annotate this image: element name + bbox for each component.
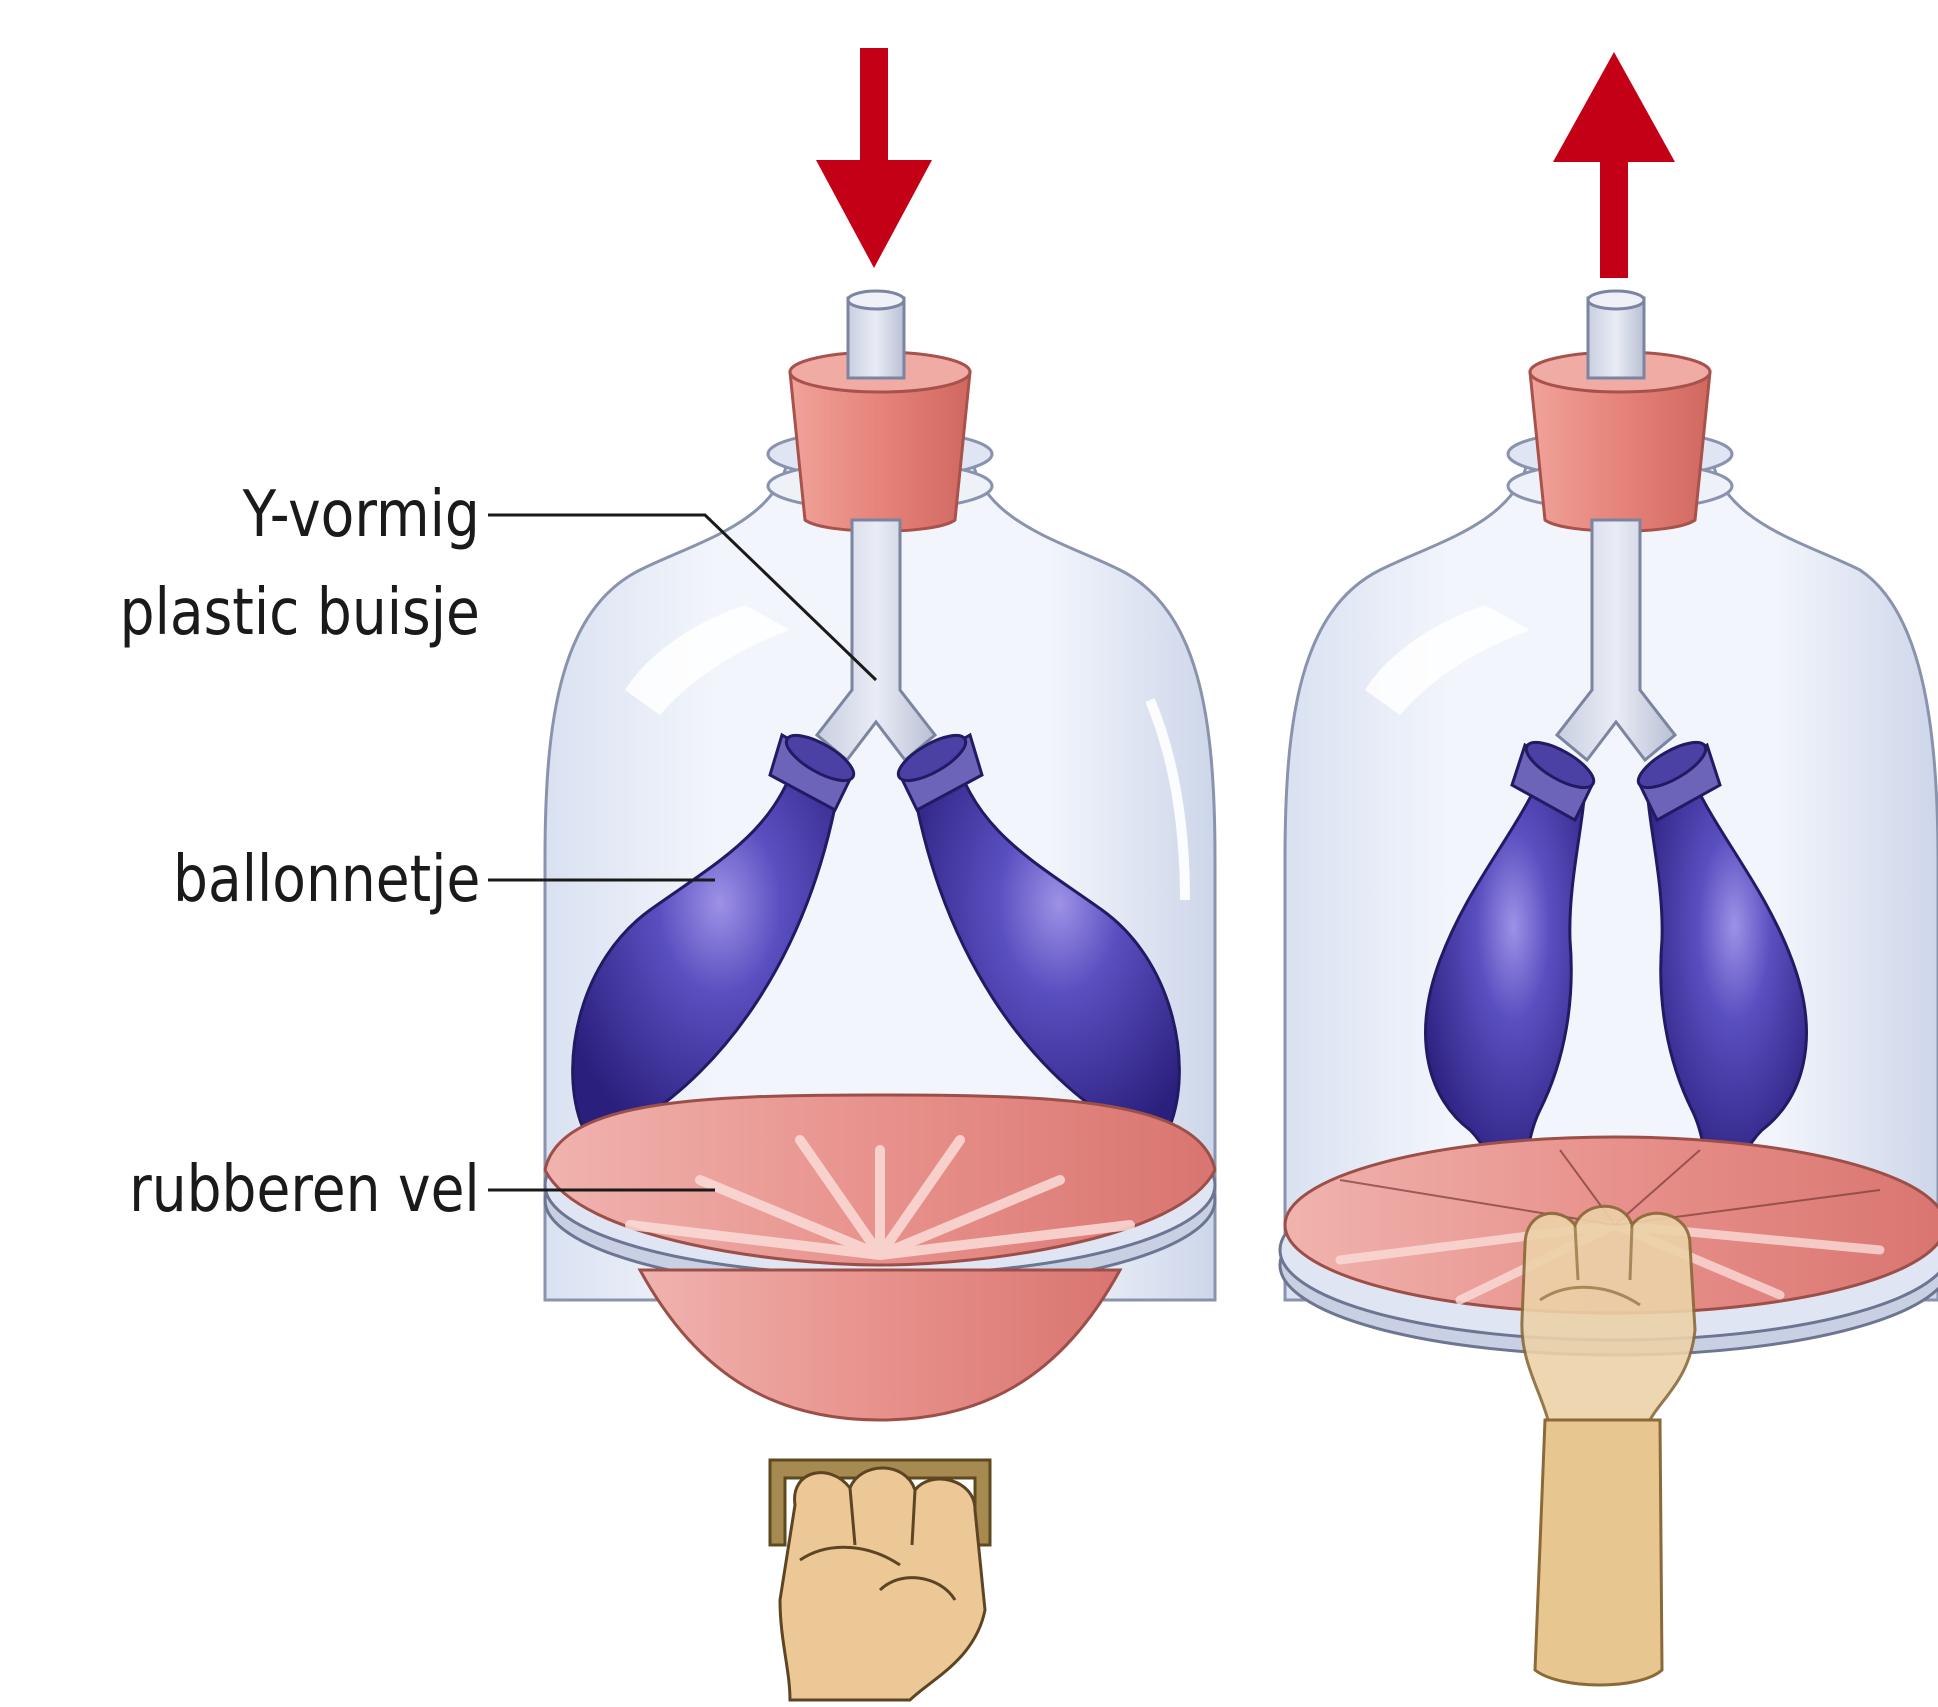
label-balloon: ballonnetje <box>173 842 480 918</box>
fist-icon <box>780 1468 985 1700</box>
left-model <box>545 48 1215 1700</box>
label-y-tube-line2: plastic buisje <box>120 575 480 651</box>
right-model <box>1280 52 1938 1685</box>
arrow-up-icon <box>1553 52 1675 278</box>
label-rubber-sheet: rubberen vel <box>129 1152 480 1228</box>
arrow-down-icon <box>816 48 932 268</box>
label-y-tube-line1: Y-vormig <box>243 477 480 553</box>
rubber-sheet <box>545 1095 1215 1420</box>
fist-icon <box>1522 1206 1695 1685</box>
